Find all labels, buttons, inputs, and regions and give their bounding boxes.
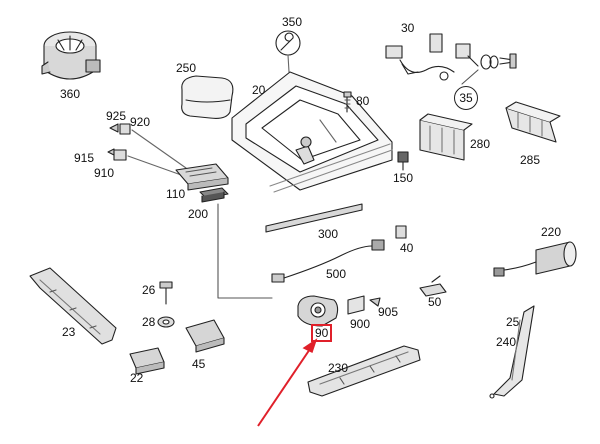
label-26: 26 xyxy=(142,283,156,297)
label-240: 240 xyxy=(496,335,517,349)
part-300-rod xyxy=(265,203,363,233)
part-285-bracket xyxy=(505,101,561,143)
label-360: 360 xyxy=(60,87,81,101)
label-920: 920 xyxy=(130,115,151,129)
part-500-cable xyxy=(271,239,385,283)
part-200-connector xyxy=(199,187,229,203)
label-23: 23 xyxy=(62,325,76,339)
label-30: 30 xyxy=(401,21,415,35)
label-20: 20 xyxy=(252,83,266,97)
label-925: 925 xyxy=(106,109,127,123)
part-30-connectors xyxy=(385,33,479,81)
label-50: 50 xyxy=(428,295,442,309)
label-220: 220 xyxy=(541,225,562,239)
part-110-module xyxy=(175,163,229,191)
label-80: 80 xyxy=(356,94,370,108)
part-35-washers xyxy=(461,53,517,85)
label-285: 285 xyxy=(520,153,541,167)
label-28: 28 xyxy=(142,315,156,329)
label-25: 25 xyxy=(506,315,520,329)
part-90-actuator xyxy=(297,295,339,327)
part-220-motor xyxy=(493,241,577,277)
part-230-rail xyxy=(307,345,421,397)
label-150: 150 xyxy=(393,171,414,185)
label-90-highlighted: 90 xyxy=(311,324,333,342)
part-250-cushion xyxy=(181,75,234,119)
label-22: 22 xyxy=(130,371,144,385)
label-905: 905 xyxy=(378,305,399,319)
label-230: 230 xyxy=(328,361,349,375)
label-500: 500 xyxy=(326,267,347,281)
part-26-bolt xyxy=(159,281,173,305)
part-45-connector xyxy=(185,319,225,353)
part-28-nut xyxy=(157,316,175,328)
label-110: 110 xyxy=(166,187,186,201)
part-50-clip xyxy=(419,275,447,297)
label-900: 900 xyxy=(350,317,371,331)
part-25-240-bracket xyxy=(489,305,535,399)
part-360-motor xyxy=(41,31,101,80)
part-22-block xyxy=(129,347,165,375)
label-40: 40 xyxy=(400,241,414,255)
label-45: 45 xyxy=(192,357,206,371)
label-915: 915 xyxy=(74,151,95,165)
part-23-rail xyxy=(29,267,117,345)
label-35: 35 xyxy=(454,86,478,110)
label-910: 910 xyxy=(94,166,115,180)
part-900-905 xyxy=(347,295,381,315)
part-80-bolt xyxy=(343,91,352,113)
label-250: 250 xyxy=(176,61,197,75)
wrench-icon xyxy=(275,30,301,73)
part-150-clip xyxy=(397,151,409,171)
label-280: 280 xyxy=(470,137,491,151)
label-350: 350 xyxy=(282,15,303,29)
label-300: 300 xyxy=(318,227,339,241)
part-40-block xyxy=(395,225,407,239)
part-280-bracket xyxy=(419,113,473,161)
highlight-arrow xyxy=(257,338,318,427)
label-200: 200 xyxy=(188,207,209,221)
part-925-920-915-910 xyxy=(107,123,187,177)
